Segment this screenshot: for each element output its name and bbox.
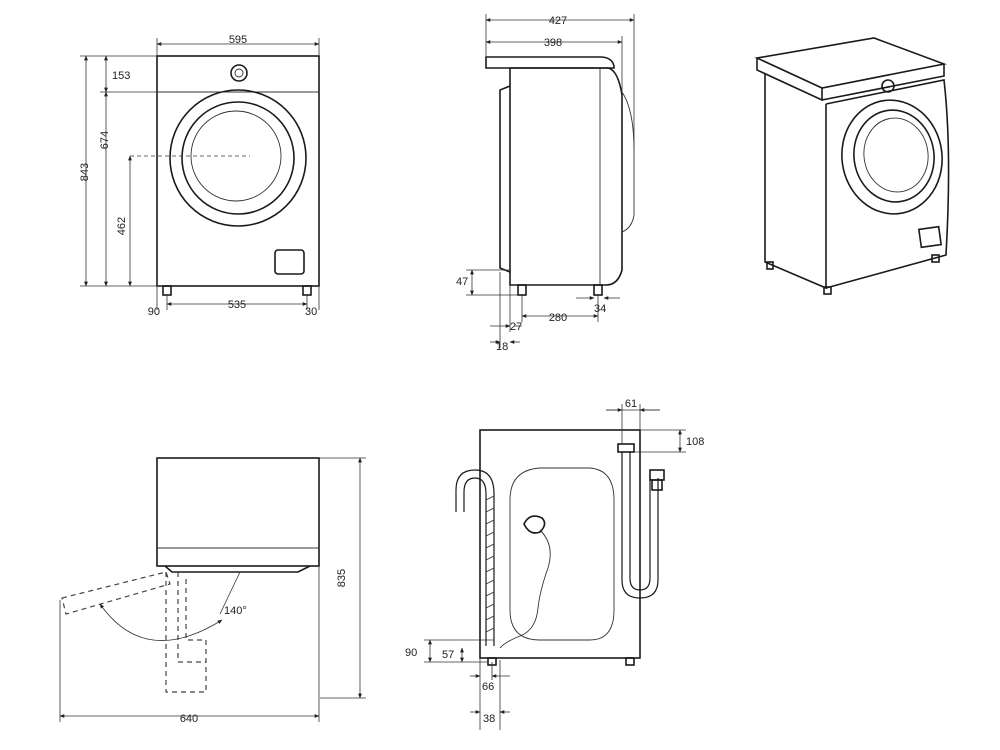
iso-filter-cover	[917, 225, 943, 249]
filter-cover	[274, 249, 305, 275]
side-top-lid	[485, 56, 615, 69]
dim-door-center-label: 462	[116, 217, 128, 235]
front-view: 595 843 153 674 462 90 535 30	[79, 34, 320, 318]
power-plug-icon	[523, 515, 546, 534]
iso-door-inner	[853, 109, 935, 203]
front-foot-left	[162, 285, 172, 296]
inlet-hose-connector	[649, 469, 665, 481]
dim-front-offset-label: 18	[496, 341, 508, 353]
door-opening-view: 140° 835 640	[59, 457, 366, 725]
drain-hose-outer	[455, 469, 495, 646]
door-angle-leader	[219, 571, 241, 615]
side-body-outline	[509, 67, 623, 286]
front-foot-right	[302, 285, 312, 296]
front-door-glass	[190, 110, 282, 202]
side-foot-rear	[593, 284, 603, 296]
side-door-profile	[499, 85, 511, 273]
isometric-view	[754, 37, 950, 295]
iso-side-panel	[764, 74, 827, 290]
dim-door-top-label: 674	[99, 131, 111, 149]
dim-drain-x-label: 66	[482, 681, 494, 693]
rear-body-outline	[479, 429, 641, 659]
door-open-inner	[177, 572, 206, 663]
side-door-bulge	[621, 91, 635, 233]
program-knob-icon	[230, 64, 248, 82]
dim-depth-body-label: 398	[544, 37, 562, 49]
dim-height-label: 843	[79, 163, 91, 181]
iso-top-edge-right	[821, 64, 945, 101]
top-view-body	[156, 457, 320, 567]
iso-foot-2	[823, 286, 832, 295]
program-knob-inner	[234, 68, 244, 78]
dim-side-foot-span-label: 280	[549, 312, 567, 324]
door-angle-arc	[99, 603, 223, 641]
dim-inlet-height-label: 108	[686, 436, 704, 448]
power-cable	[499, 529, 551, 649]
inlet-hose-inner	[629, 452, 651, 591]
dim-drain-offset-label: 57	[442, 649, 454, 661]
rear-panel-cover	[509, 467, 615, 641]
iso-door-outer	[841, 99, 943, 215]
iso-front-panel	[825, 79, 950, 289]
dim-drain-width-label: 38	[483, 713, 495, 725]
top-view-door-base	[164, 565, 311, 573]
side-foot-front	[517, 284, 527, 296]
rear-foot-right	[625, 657, 635, 666]
dim-inlet-offset-label: 61	[625, 398, 637, 410]
dim-drain-height-label: 90	[405, 647, 417, 659]
iso-top	[754, 37, 947, 89]
iso-foot-3	[931, 254, 940, 263]
iso-knob-icon	[881, 79, 895, 93]
dim-width-label: 595	[229, 34, 247, 46]
dim-foot-span-label: 535	[228, 299, 246, 311]
iso-top-edge-left	[756, 58, 823, 102]
dim-foot-offset-label: 27	[510, 321, 522, 333]
dim-clearance-label: 640	[180, 713, 198, 725]
door-open-swing	[61, 571, 171, 615]
door-open-outline	[165, 572, 207, 693]
dim-foot-right-label: 30	[305, 306, 317, 318]
door-angle-label: 140°	[224, 605, 247, 617]
iso-foot-1	[766, 261, 774, 270]
dim-door-height-label: 835	[336, 569, 348, 587]
rear-view: 61 108 90 57 66 38	[405, 398, 704, 730]
front-door-outer	[169, 89, 307, 227]
inlet-hose-outer	[621, 452, 659, 599]
front-body-outline	[156, 55, 320, 287]
dim-top-panel-label: 153	[112, 70, 130, 82]
dim-rear-foot-label: 34	[594, 303, 606, 315]
dim-foot-height-label: 47	[456, 276, 468, 288]
dim-foot-left-label: 90	[148, 306, 160, 318]
drain-hose-ribs	[485, 495, 495, 633]
inlet-valve	[617, 443, 635, 453]
iso-door-glass	[863, 117, 929, 193]
inlet-hose-nut	[651, 479, 663, 491]
side-view: 427 398 47 280 34 27 18	[456, 14, 635, 353]
dim-depth-total-label: 427	[549, 15, 567, 27]
drain-hose-inner	[463, 477, 487, 646]
front-door-ring	[181, 101, 295, 215]
